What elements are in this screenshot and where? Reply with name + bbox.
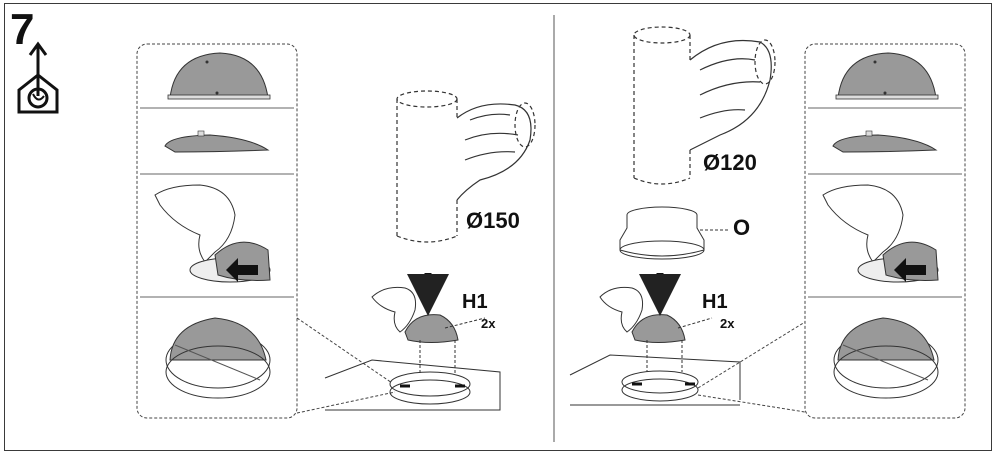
hand-inserting-flap [154, 184, 271, 283]
right-adapter-label: O [733, 215, 751, 240]
house-exhaust-icon [17, 41, 59, 114]
left-hood-top [324, 359, 501, 411]
left-detail-box [136, 43, 298, 419]
right-callout-lines [697, 321, 806, 413]
right-quantity-label: 2x [720, 316, 735, 331]
assembled-valve [833, 317, 939, 399]
left-callout-lines [296, 317, 396, 414]
right-duct-120 [633, 26, 776, 185]
left-duct-150 [396, 90, 536, 243]
step-number: 7 [10, 5, 35, 54]
push-arrow-icon [894, 258, 926, 282]
instruction-frame [4, 3, 992, 451]
right-detail-box [804, 43, 966, 419]
right-h1-leader [677, 317, 713, 329]
flap-side-view [164, 130, 270, 153]
right-diameter-label: Ø120 [703, 150, 757, 175]
right-hood-top [569, 354, 741, 406]
flap-top-view [167, 52, 271, 100]
right-part-label: H1 [702, 291, 728, 313]
left-hand-flap [371, 286, 459, 375]
left-h1-leader [444, 317, 486, 329]
adapter-ring [619, 206, 705, 260]
flap-side-view [832, 130, 938, 153]
push-arrow-icon [226, 258, 258, 282]
assembled-valve [165, 317, 271, 399]
left-diameter-label: Ø150 [466, 208, 520, 233]
hand-inserting-flap [822, 184, 939, 283]
right-hand-flap [599, 286, 686, 372]
flap-top-view [835, 52, 939, 100]
left-quantity-label: 2x [481, 316, 496, 331]
left-part-label: H1 [462, 291, 488, 313]
